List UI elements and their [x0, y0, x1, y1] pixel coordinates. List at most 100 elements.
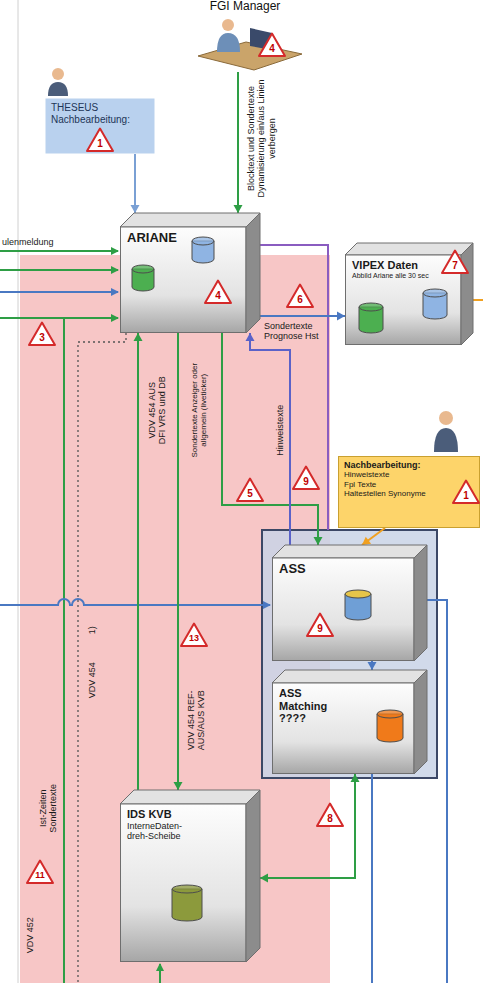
cylinder-top — [423, 289, 447, 297]
workstation-icon — [198, 19, 302, 70]
callout-number: 13 — [180, 634, 208, 643]
callout-marker: 7 — [441, 249, 469, 274]
arrow-head — [362, 537, 371, 545]
node-content: ASS Matching???? — [272, 670, 427, 725]
connector-line — [260, 315, 345, 317]
box-top-face — [120, 790, 260, 804]
callout-outline — [29, 323, 55, 346]
node-title: IDS KVB — [127, 808, 172, 821]
node-title: VIPEX Daten — [352, 259, 418, 272]
node-content: THESEUS Nachbearbeitung: — [45, 98, 155, 125]
connector — [260, 774, 360, 883]
annotation-text: ulenmeldung — [2, 237, 82, 247]
system-box: ARIANE — [120, 213, 260, 333]
node-content: IDS KVBInterneDaten- dreh-Scheibe — [120, 790, 260, 841]
callout-outline — [87, 129, 113, 152]
callout-number: 4 — [204, 291, 232, 301]
callout-marker: 13 — [180, 622, 208, 647]
callout-marker: 1 — [86, 127, 114, 152]
line-annotation: VDV 454 REF-AUS/AUS KVB — [186, 675, 207, 765]
callout-outline — [259, 34, 285, 57]
node-text: Hinweistexte — [344, 470, 389, 479]
connector-line — [237, 72, 239, 213]
box-top-face — [272, 670, 427, 683]
cylinder-top — [359, 303, 383, 311]
cylinder-top — [345, 590, 371, 598]
group-frame — [262, 530, 437, 778]
person-body — [434, 428, 458, 452]
arrow-head — [246, 333, 255, 341]
connector-line — [137, 333, 139, 790]
arrow-head — [234, 205, 243, 213]
node-content: FGI Manager — [185, 0, 305, 14]
callout-marker: 9 — [306, 612, 334, 637]
cylinder-top — [192, 237, 214, 245]
arrow-head — [351, 774, 360, 782]
actor-workstation: FGI Manager — [185, 0, 305, 72]
annotation-text: Sondertexte Prognose Hst — [264, 321, 324, 342]
box-front-face — [121, 804, 247, 962]
node-title: THESEUS Nachbearbeitung: — [51, 102, 147, 125]
box-side-face — [246, 213, 260, 333]
input-wire — [0, 269, 118, 271]
dotted-wire — [78, 333, 126, 983]
arrow-head — [131, 205, 140, 213]
output-wire — [427, 600, 447, 983]
connector-line — [222, 333, 318, 545]
callout-outline — [453, 481, 479, 504]
arrow-head — [337, 312, 345, 321]
box-side-face — [414, 545, 427, 661]
callout-outline — [287, 285, 313, 308]
connector — [368, 661, 377, 670]
connector-line — [134, 154, 136, 213]
callout-number: 5 — [236, 489, 264, 499]
person-icon — [434, 411, 458, 452]
callout-marker: 6 — [286, 283, 314, 308]
box-top-face — [272, 545, 427, 558]
callout-marker: 1 — [452, 479, 480, 504]
connector — [134, 333, 143, 790]
arrow-head — [314, 537, 323, 545]
callout-outline — [237, 479, 263, 502]
callout-number: 9 — [292, 477, 320, 487]
person-icon — [48, 68, 68, 96]
callout-number: 1 — [452, 491, 480, 501]
node-title: ARIANE — [127, 231, 177, 246]
node-text: Fpl Texte — [344, 480, 376, 489]
system-box: ASS Matching???? — [272, 670, 427, 774]
line-annotation: Sondertexte Anzeiger oder allgemein (liv… — [190, 350, 208, 470]
line-annotation: Hinweistexte — [275, 390, 285, 470]
input-wire — [0, 250, 118, 252]
box-front-face — [273, 558, 415, 661]
cylinder-top — [172, 885, 202, 893]
box-fill — [339, 457, 480, 528]
line-annotation: 1) — [87, 620, 97, 640]
connector — [222, 333, 323, 545]
connector — [174, 333, 183, 790]
line-annotation: VDV 454 AUS DFI VRS und DB — [147, 374, 168, 446]
person-head — [52, 68, 64, 80]
connector — [234, 72, 243, 213]
callout-outline — [307, 614, 333, 637]
node-title: Nachbearbeitung: — [344, 460, 421, 470]
person-head — [439, 411, 453, 425]
callout-number: 11 — [26, 871, 54, 880]
input-wire — [159, 964, 161, 983]
cylinder-body — [172, 889, 202, 921]
callout-number: 1 — [86, 139, 114, 149]
connector — [246, 333, 291, 545]
output-wire — [473, 299, 483, 301]
person-body — [217, 33, 240, 52]
node-title: FGI Manager — [210, 0, 281, 14]
callout-marker: 11 — [26, 859, 54, 884]
callout-outline — [442, 251, 468, 274]
arrow-head — [134, 333, 143, 341]
connector — [260, 312, 345, 321]
arrow-head — [174, 782, 183, 790]
line-annotation: VDV 454 — [87, 650, 97, 710]
edge-line — [18, 0, 19, 983]
box-top-face — [120, 213, 260, 227]
callout-outline — [181, 624, 207, 647]
cylinder-top — [132, 265, 154, 273]
